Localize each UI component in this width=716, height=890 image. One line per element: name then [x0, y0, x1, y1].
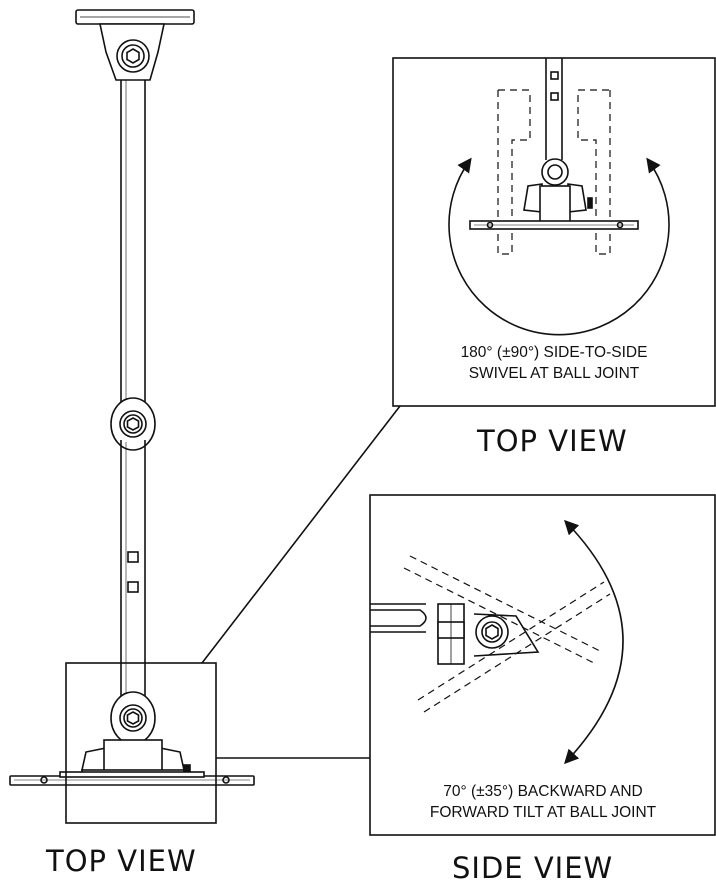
top-bracket — [99, 23, 165, 81]
tilt-head — [81, 739, 191, 777]
side-view-caption: 70° (±35°) BACKWARD AND FORWARD TILT AT … — [374, 781, 712, 823]
top-view-inset-label: TOP VIEW — [477, 424, 628, 458]
main-detail-frame — [65, 662, 217, 824]
middle-joint — [110, 397, 156, 451]
upper-arm — [120, 80, 146, 408]
side-view-caption-line2: FORWARD TILT AT BALL JOINT — [429, 804, 657, 821]
top-view-swivel-drawing — [448, 58, 670, 336]
top-view-caption-line1: 180° (±90°) SIDE-TO-SIDE — [460, 344, 648, 361]
side-view-inset-label: SIDE VIEW — [452, 851, 614, 885]
side-view-tilt-drawing — [370, 519, 624, 765]
lower-arm — [120, 440, 146, 700]
lower-joint — [110, 691, 156, 745]
top-view-caption: 180° (±90°) SIDE-TO-SIDE SWIVEL AT BALL … — [398, 342, 710, 384]
device-plate — [9, 771, 255, 786]
main-view-label: TOP VIEW — [46, 844, 197, 878]
top-view-inset-frame — [392, 57, 716, 407]
leader-line-top-view — [201, 405, 401, 664]
ceiling-plate — [75, 9, 195, 25]
top-view-caption-line2: SWIVEL AT BALL JOINT — [468, 365, 640, 382]
side-view-caption-line1: 70° (±35°) BACKWARD AND — [443, 783, 643, 800]
side-view-inset-frame — [369, 494, 716, 836]
